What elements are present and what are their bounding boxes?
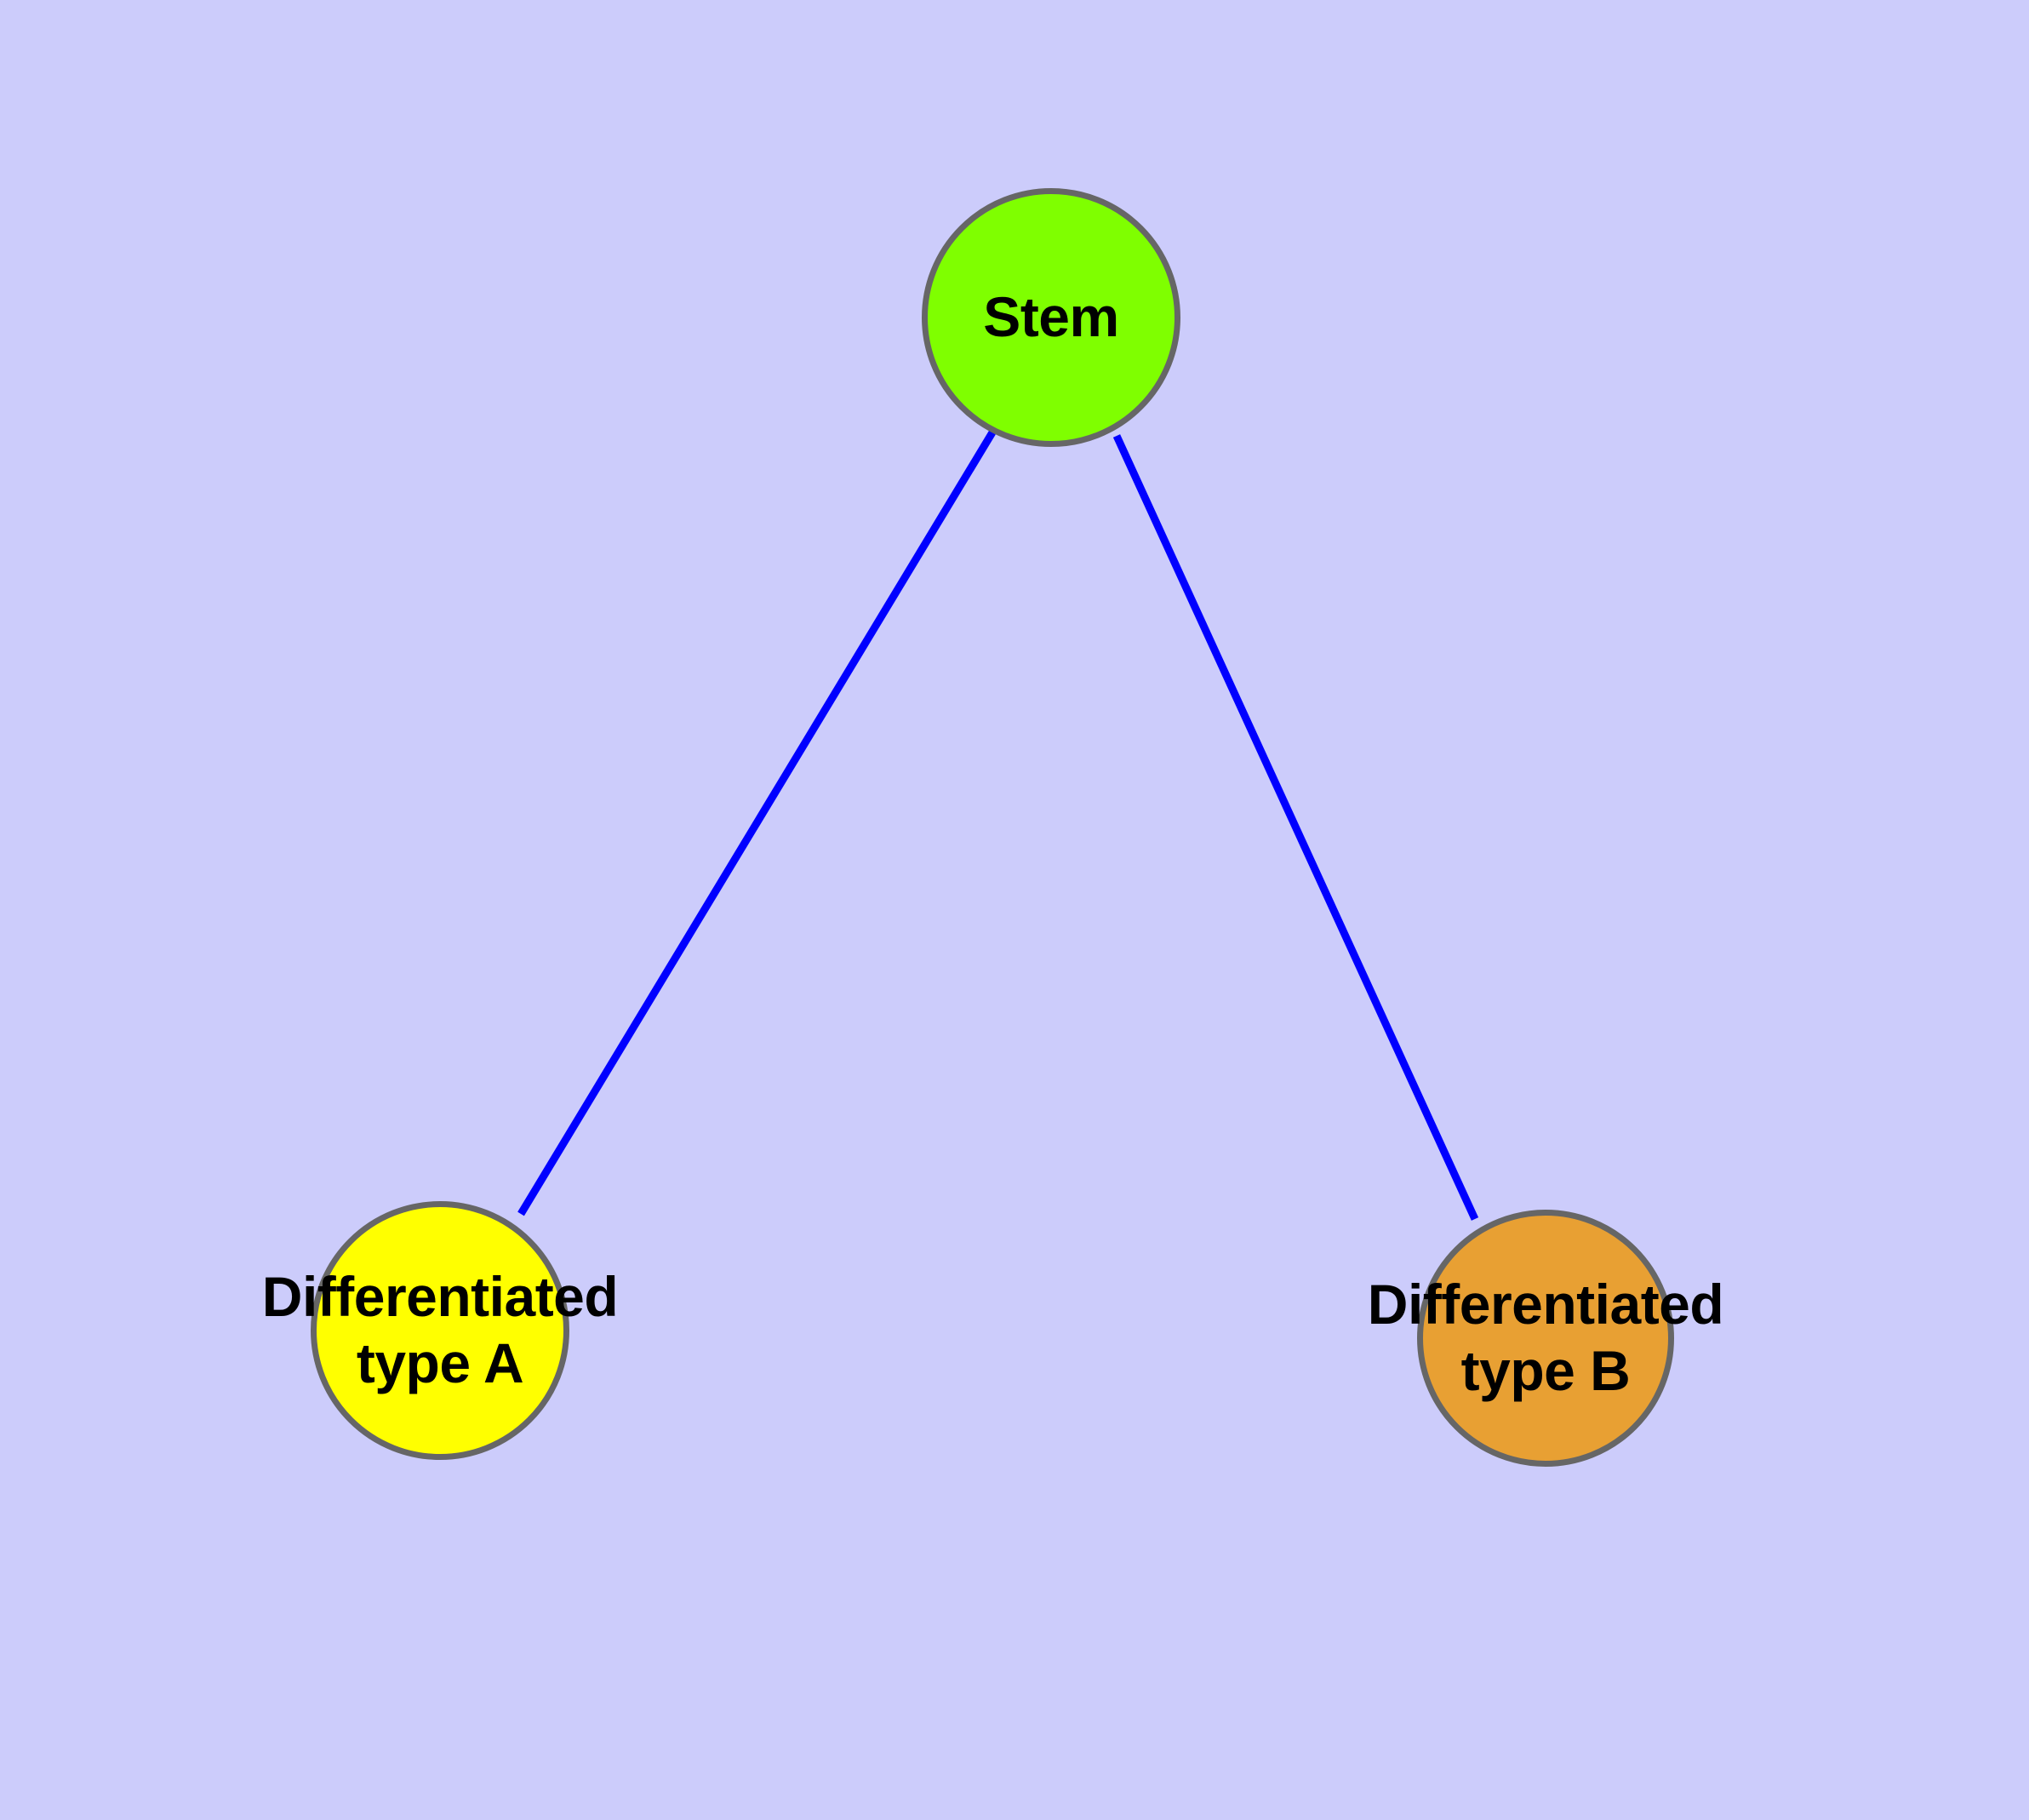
node-stem[interactable] bbox=[922, 188, 1180, 447]
node-differentiated-type-b[interactable] bbox=[1417, 1210, 1674, 1467]
edge-stem-to-differentiated-type-a bbox=[517, 430, 996, 1216]
node-differentiated-type-a[interactable] bbox=[311, 1201, 569, 1460]
edge-stem-to-differentiated-type-b bbox=[1112, 434, 1479, 1221]
